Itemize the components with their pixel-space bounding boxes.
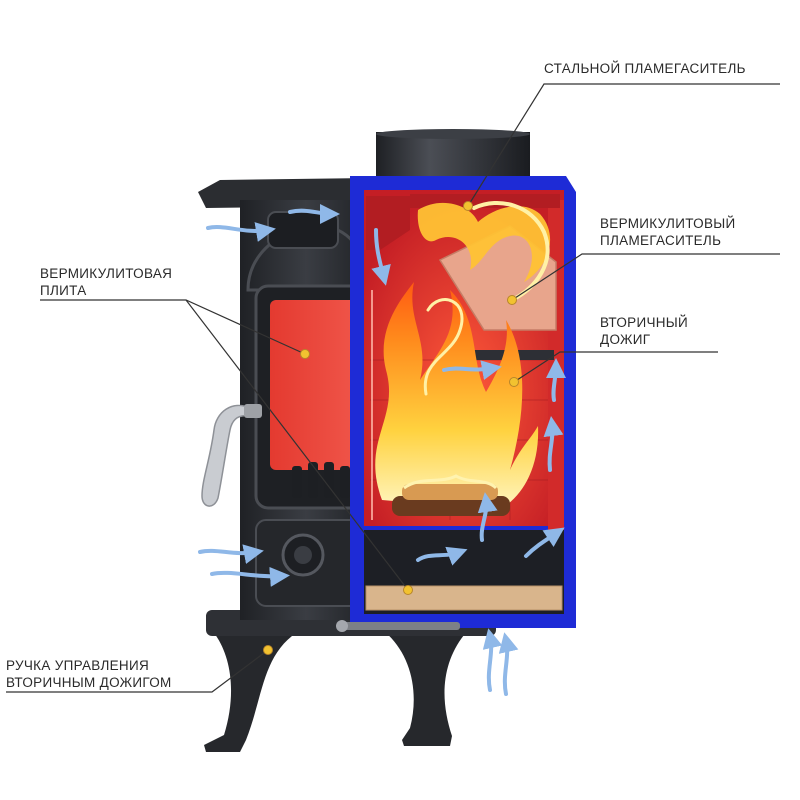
label-control-handle-line-1: РУЧКА УПРАВЛЕНИЯ (6, 658, 150, 673)
label-control-handle: РУЧКА УПРАВЛЕНИЯ ВТОРИЧНЫМ ДОЖИГОМ (6, 657, 172, 691)
label-vermiculite-baffle: ВЕРМИКУЛИТОВЫЙ ПЛАМЕГАСИТЕЛЬ (600, 215, 736, 249)
secondary-burn-control (336, 620, 460, 632)
label-vermiculite-plate-line-1: ВЕРМИКУЛИТОВАЯ (40, 266, 173, 281)
marker-vermiculite-baffle (507, 295, 517, 305)
stove-legs (204, 610, 496, 752)
leader-lines (6, 83, 780, 693)
label-vermiculite-baffle-line-1: ВЕРМИКУЛИТОВЫЙ (600, 216, 736, 231)
label-vermiculite-plate: ВЕРМИКУЛИТОВАЯ ПЛИТА (40, 265, 172, 299)
door-handle (201, 404, 262, 507)
label-secondary-burn-line-1: ВТОРИЧНЫЙ (600, 315, 689, 330)
label-secondary-burn-line-2: ДОЖИГ (600, 332, 651, 347)
label-vermiculite-plate-line-2: ПЛИТА (40, 283, 87, 298)
marker-steel-baffle (463, 201, 473, 211)
marker-vermiculite-plate-door (300, 349, 310, 359)
label-vermiculite-baffle-line-2: ПЛАМЕГАСИТЕЛЬ (600, 233, 722, 248)
air-flow-arrows (198, 203, 566, 696)
chimney (376, 129, 530, 182)
label-steel-baffle-line-1: СТАЛЬНОЙ ПЛАМЕГАСИТЕЛЬ (544, 61, 746, 76)
label-steel-baffle: СТАЛЬНОЙ ПЛАМЕГАСИТЕЛЬ (544, 60, 746, 77)
label-control-handle-line-2: ВТОРИЧНЫМ ДОЖИГОМ (6, 675, 172, 690)
flames (375, 200, 551, 510)
vermiculite-plate (365, 585, 563, 611)
callout-markers (263, 201, 519, 655)
marker-vermiculite-plate-ash (403, 585, 413, 595)
label-secondary-burn: ВТОРИЧНЫЙ ДОЖИГ (600, 314, 688, 348)
marker-control-handle (263, 645, 273, 655)
marker-secondary-burn (509, 377, 519, 387)
